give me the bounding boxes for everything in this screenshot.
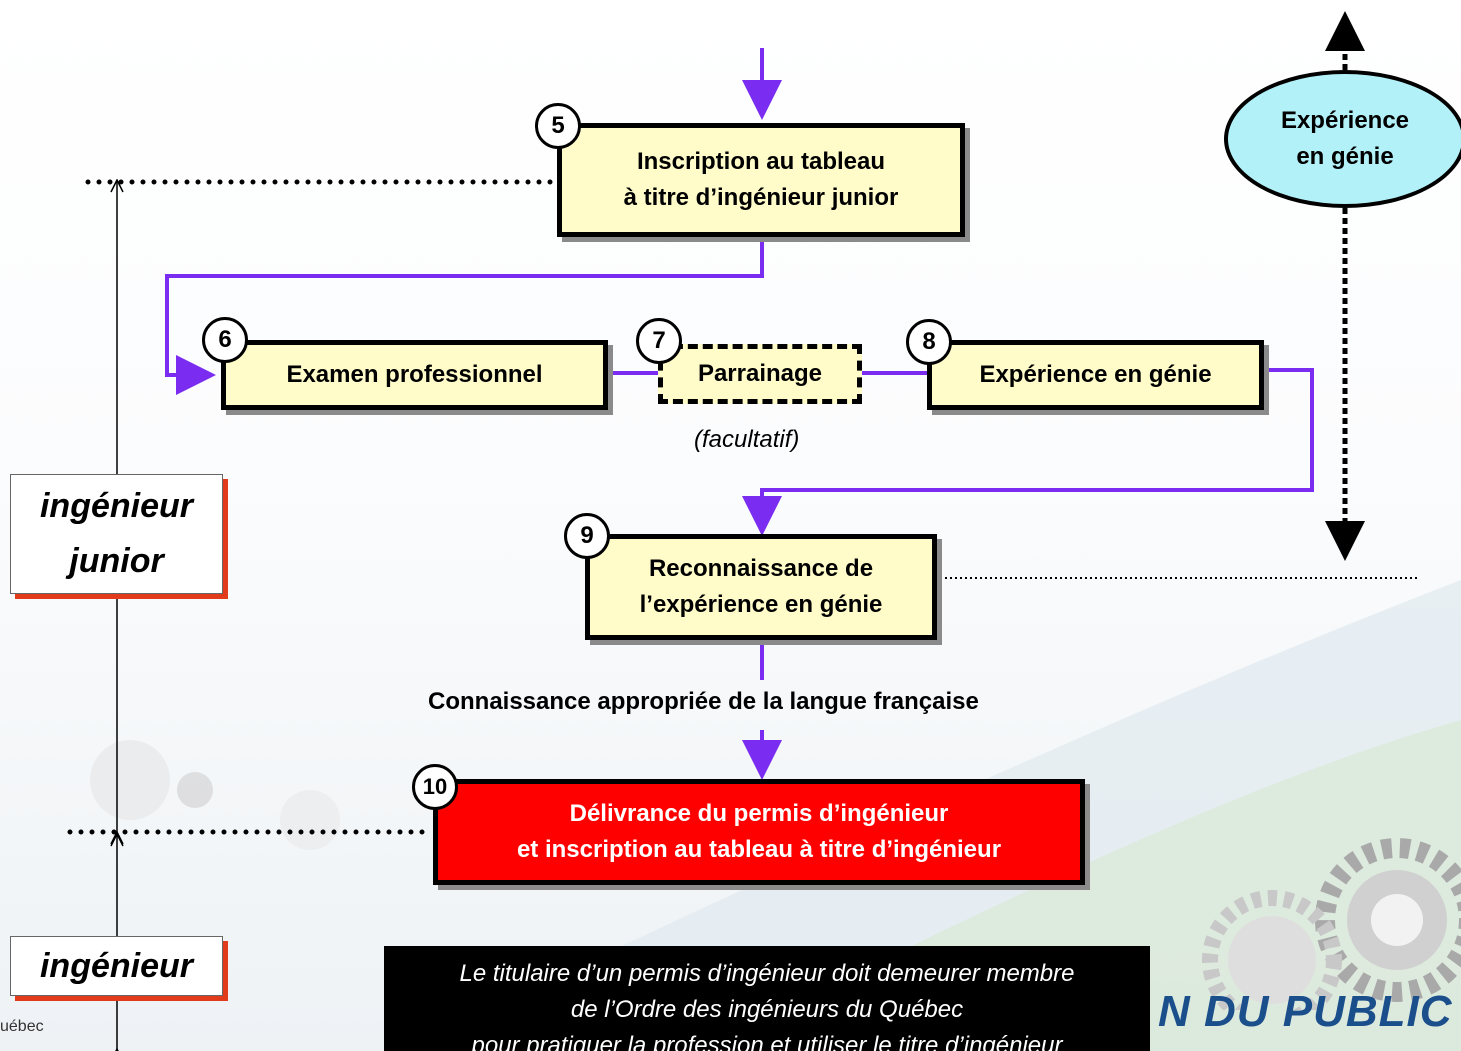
step-10-number: 10 [412, 764, 458, 810]
experience-ellipse-line2: en génie [1296, 143, 1394, 170]
connector-step8-to-step9 [742, 368, 1314, 536]
step-7-number: 7 [636, 318, 682, 364]
side-label-junior-line1: ingénieur [39, 487, 194, 525]
experience-ellipse: Expérience en génie [1224, 70, 1461, 208]
step-6-box: Examen professionnel [221, 340, 608, 410]
side-label-engineer-text: ingénieur [39, 946, 194, 985]
membership-note-line3: pour pratiquer la profession et utiliser… [471, 1032, 1063, 1051]
connector-step5-to-step6 [165, 240, 764, 395]
membership-note-line1: Le titulaire d’un permis d’ingénieur doi… [459, 960, 1075, 987]
step-10-line2: et inscription au tableau à titre d’ingé… [516, 836, 1002, 863]
step-10-box: Délivrance du permis d’ingénieur et insc… [433, 779, 1085, 885]
step-5-line2: à titre d’ingénieur junior [623, 184, 899, 211]
step-9-line2: l’expérience en génie [639, 591, 883, 618]
gear-icon [1202, 838, 1461, 1010]
step-9-number: 9 [564, 513, 610, 559]
step-8-box: Expérience en génie [927, 340, 1264, 410]
step-9-line1: Reconnaissance de [648, 555, 874, 582]
step-10-line1: Délivrance du permis d’ingénieur [569, 800, 949, 827]
step-7-optional-note: (facultatif) [694, 426, 800, 453]
step-5-line1: Inscription au tableau [636, 148, 886, 175]
step-6-number: 6 [202, 317, 248, 363]
step-8-label: Expérience en génie [979, 361, 1212, 388]
side-label-engineer: ingénieur [10, 936, 223, 996]
org-logo-text: uébec [0, 1018, 44, 1035]
language-requirement: Connaissance appropriée de la langue fra… [428, 688, 979, 715]
step-5-box: Inscription au tableau à titre d’ingénie… [557, 123, 965, 237]
side-label-junior-line2: junior [69, 542, 164, 580]
side-label-junior: ingénieur junior [10, 474, 223, 594]
step-9-box: Reconnaissance de l’expérience en génie [585, 534, 937, 640]
step-8-number: 8 [906, 319, 952, 365]
membership-note: Le titulaire d’un permis d’ingénieur doi… [384, 946, 1150, 1051]
step-5-number: 5 [535, 103, 581, 149]
experience-ellipse-line1: Expérience [1280, 107, 1410, 134]
step-7-label: Parrainage [697, 360, 823, 387]
background-banner-text: N DU PUBLIC [1158, 987, 1453, 1036]
membership-note-line2: de l’Ordre des ingénieurs du Québec [570, 996, 964, 1023]
step-7-box: Parrainage [658, 344, 862, 404]
step-6-label: Examen professionnel [286, 361, 543, 388]
